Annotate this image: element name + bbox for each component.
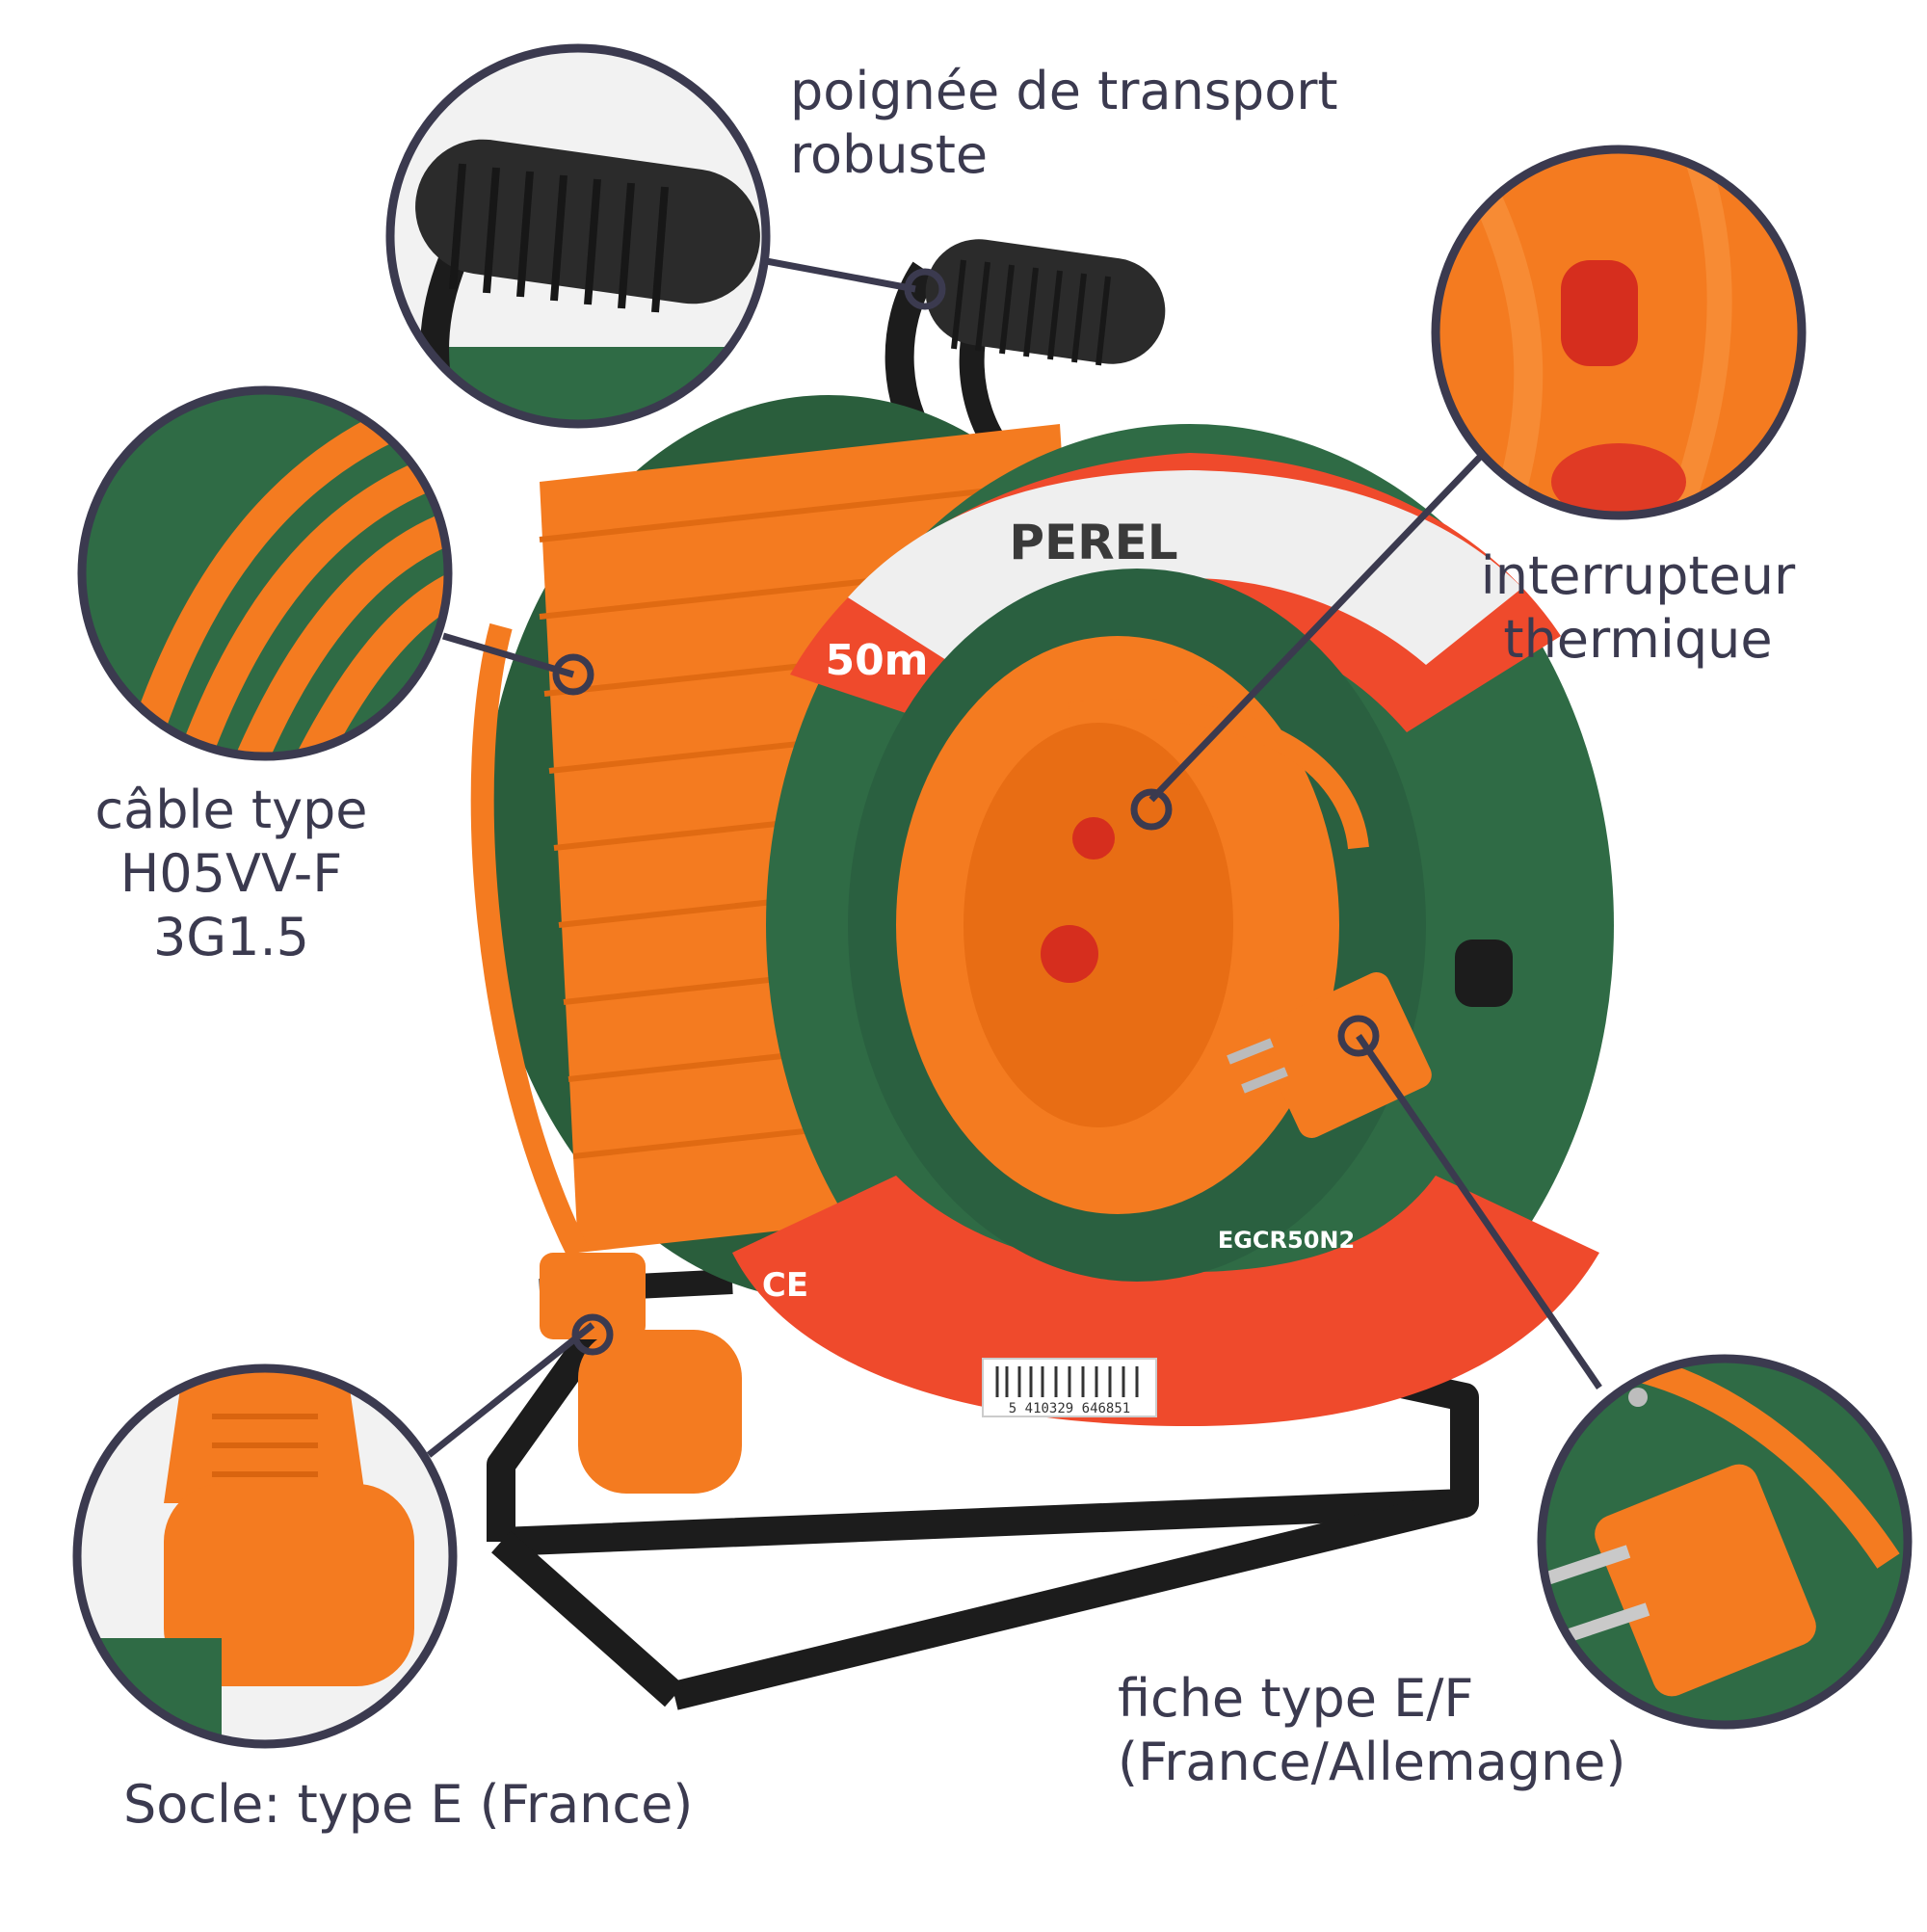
callout-cable: câble type H05VV-F 3G1.5 xyxy=(67,779,395,969)
callout-thermal-line2: thermique xyxy=(1503,609,1773,670)
socket-on-reel xyxy=(470,622,742,1494)
reel-front-flange xyxy=(732,424,1614,1426)
zoom-circle-handle xyxy=(385,43,771,429)
zoom-circle-thermal xyxy=(1431,145,1807,520)
callout-anchor-rings xyxy=(552,268,1380,1356)
callout-socket: Socle: type E (France) xyxy=(123,1773,693,1837)
callout-plug-line1: fiche type E/F xyxy=(1118,1668,1474,1729)
callout-handle: poignée de transport robuste xyxy=(790,60,1338,187)
certification-text: CE xyxy=(762,1266,808,1305)
callout-handle-line1: poignée de transport xyxy=(790,61,1338,121)
zoom-circle-cable xyxy=(77,385,453,761)
callout-cable-line3: 3G1.5 xyxy=(152,907,310,967)
barcode-text: 5 410329 646851 xyxy=(1009,1401,1130,1416)
plug-on-reel xyxy=(1068,699,1432,1139)
zoom-circle-plug xyxy=(1537,1354,1913,1730)
callout-handle-line2: robuste xyxy=(790,124,989,185)
callout-thermal: interrupteur thermique xyxy=(1465,544,1811,672)
reel-printed-text: PEREL 50m EGCR50N2 CE 5 410329 646851 xyxy=(762,515,1355,1416)
callout-plug: fiche type E/F (France/Allemagne) xyxy=(1118,1667,1625,1794)
callout-socket-line1: Socle: type E (France) xyxy=(123,1774,694,1835)
callout-leaders xyxy=(426,256,1602,1458)
length-badge-text: 50m xyxy=(825,636,928,685)
model-text: EGCR50N2 xyxy=(1218,1227,1355,1254)
callout-thermal-line1: interrupteur xyxy=(1480,545,1796,606)
zoom-circle-socket xyxy=(72,1363,458,1749)
callout-cable-line1: câble type xyxy=(94,780,368,840)
callout-plug-line2: (France/Allemagne) xyxy=(1118,1732,1626,1792)
brand-text: PEREL xyxy=(1009,515,1177,570)
callout-cable-line2: H05VV-F xyxy=(119,843,343,904)
